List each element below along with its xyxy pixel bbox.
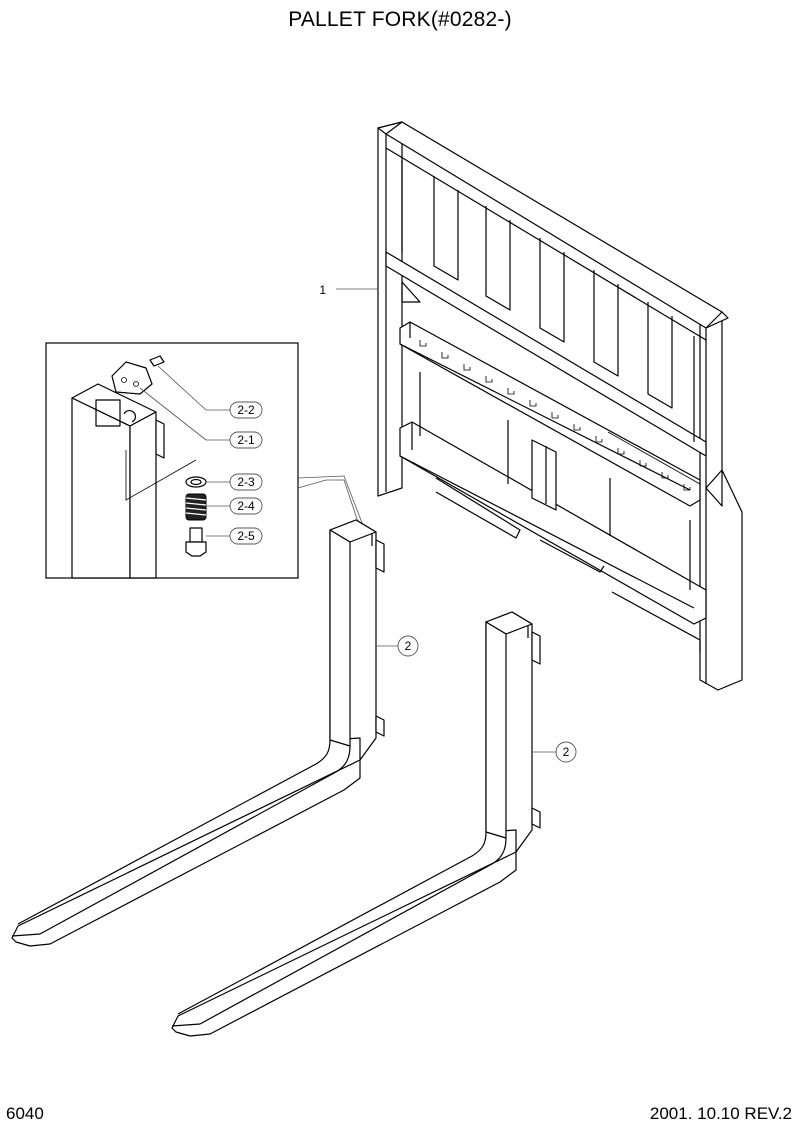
- plunger-part: [185, 527, 207, 557]
- date-revision: 2001. 10.10 REV.2: [649, 1104, 792, 1123]
- spring-part: [185, 493, 207, 521]
- callout-label-plunger: 2-5: [237, 529, 255, 543]
- callout-label-fork-right: 2: [563, 745, 570, 759]
- callout-label-carriage: 1: [319, 283, 326, 297]
- detail-connector-line: [297, 479, 361, 529]
- detail-callouts: 2-2 2-1 2-3 2-4 2-5: [139, 365, 263, 545]
- fork-carriage-frame: [377, 121, 743, 691]
- pallet-fork-right: [171, 611, 541, 1037]
- callout-bubble-fork-left: [397, 635, 419, 657]
- callout-bubble-fork-right: [555, 741, 577, 763]
- callout-label-washer: 2-3: [237, 475, 255, 489]
- callout-label-latch: 2-1: [237, 433, 255, 447]
- callout-label-spring: 2-4: [237, 499, 255, 513]
- callout-label-pin: 2-2: [237, 403, 255, 417]
- callout-label-fork-left: 2: [405, 639, 412, 653]
- pin-part: [149, 355, 165, 367]
- pallet-fork-left: [11, 519, 385, 947]
- page-title: PALLET FORK(#0282-): [288, 8, 512, 31]
- latch-plate-part: [111, 361, 153, 395]
- detail-inset-box: [45, 342, 299, 579]
- page-number: 6040: [6, 1104, 44, 1123]
- washer-part: [185, 476, 207, 488]
